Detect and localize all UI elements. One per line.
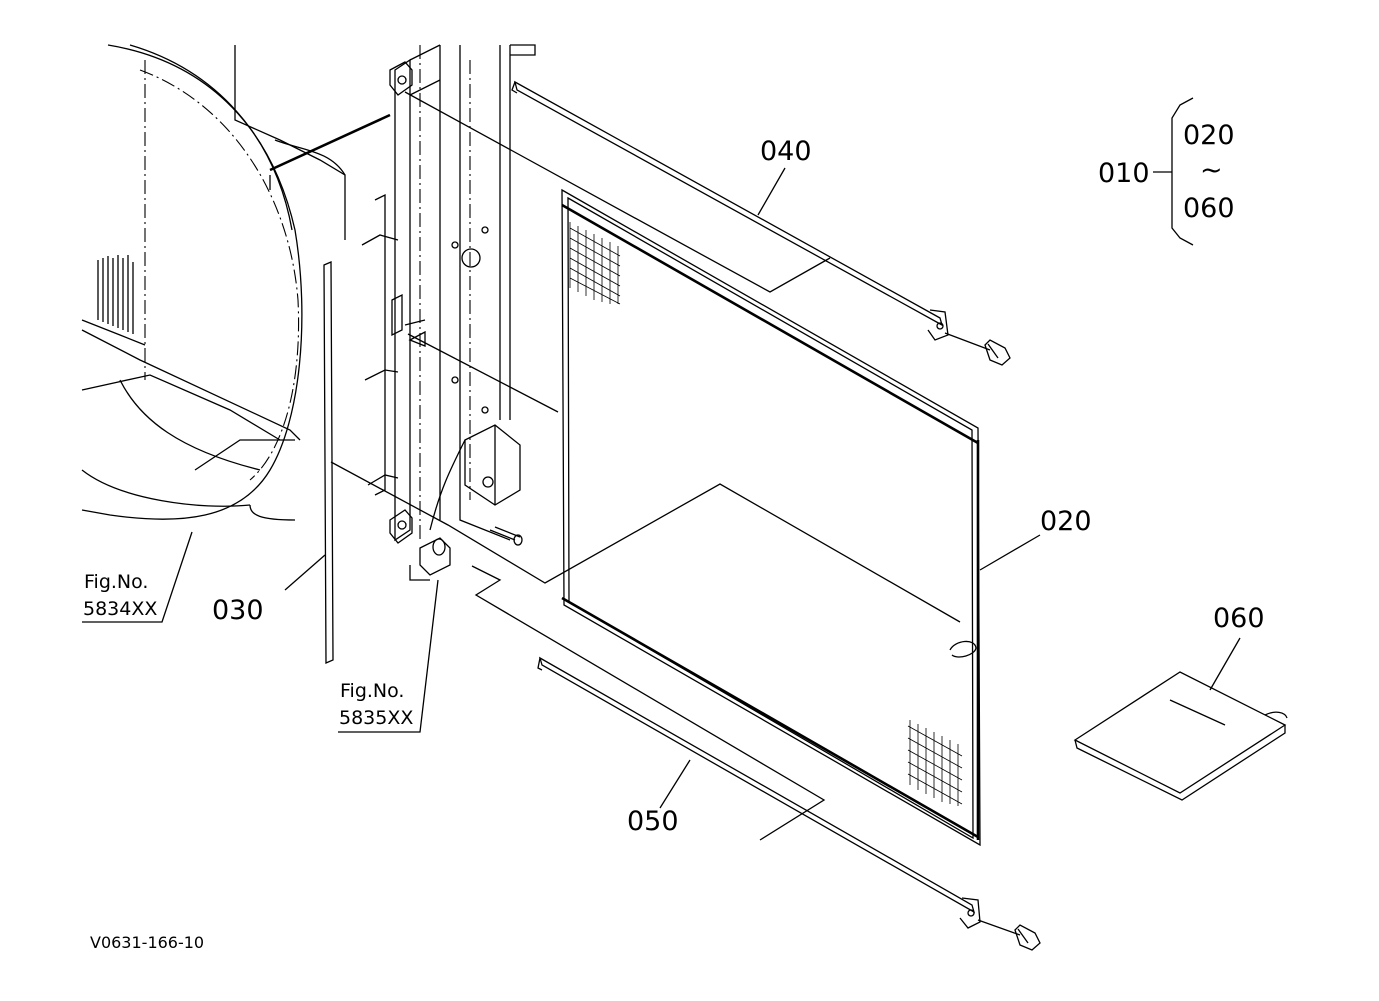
range-separator: ~ <box>1200 155 1223 186</box>
part-040-upper-rail <box>511 80 949 341</box>
drawing-code: V0631-166-10 <box>90 933 205 952</box>
range-bracket <box>1153 97 1194 246</box>
fan-shroud-housing <box>81 44 391 521</box>
label-040: 040 <box>760 136 812 167</box>
label-010: 010 <box>1098 158 1150 189</box>
mesh-patch-top <box>569 222 621 305</box>
part-030-seal-strip <box>323 261 334 664</box>
vent-slots <box>97 255 134 334</box>
label-050: 050 <box>627 806 679 837</box>
label-060: 060 <box>1213 603 1265 634</box>
range-bottom-label: 060 <box>1183 193 1235 224</box>
radiator-frame <box>361 44 536 581</box>
part-060-manual <box>1073 671 1288 801</box>
fig-ref-2-line1: Fig.No. <box>340 680 405 702</box>
bolt-lower <box>977 919 1041 951</box>
fig-ref-1-line2: 5834XX <box>83 598 158 620</box>
bolt-upper <box>944 332 1011 366</box>
part-020-screen-panel <box>561 188 981 847</box>
fig-ref-2-line2: 5835XX <box>339 707 414 729</box>
callout-leaders <box>82 167 1241 809</box>
mesh-patch-bottom <box>907 720 963 806</box>
fig-ref-1-line1: Fig.No. <box>84 571 149 593</box>
label-030: 030 <box>212 595 264 626</box>
part-050-lower-rail <box>537 656 981 929</box>
range-top-label: 020 <box>1183 120 1235 151</box>
assembly-lines <box>330 91 961 841</box>
label-020: 020 <box>1040 506 1092 537</box>
